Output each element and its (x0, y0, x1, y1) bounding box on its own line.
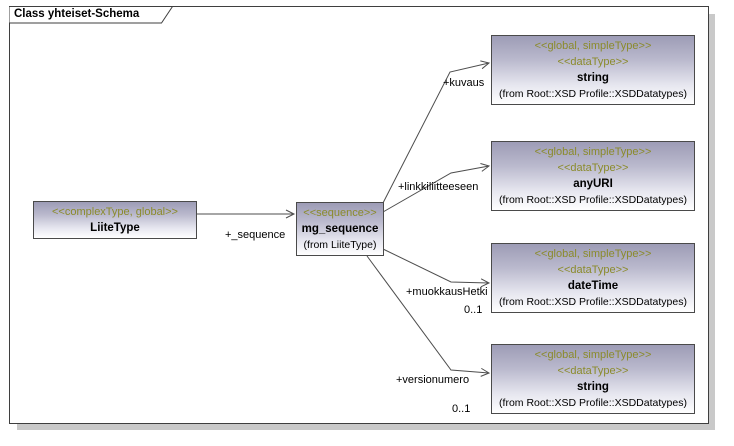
datatype-stereotype: <<dataType>> (557, 162, 629, 174)
diagram-tab-shape[interactable] (9, 6, 179, 24)
datatype-name: string (577, 72, 609, 84)
edge-multiplicity-versionumero[interactable]: 0..1 (452, 403, 471, 415)
edge-label-linkkiliitteeseen[interactable]: +linkkiliitteeseen (398, 181, 479, 193)
diagram-title: Class yhteiset-Schema (14, 8, 140, 20)
node-liitetype[interactable]: <<complexType, global>> LiiteType (33, 201, 197, 239)
datatype-from: (from Root::XSD Profile::XSDDatatypes) (499, 397, 687, 409)
datatype-from: (from Root::XSD Profile::XSDDatatypes) (499, 194, 687, 206)
datatype-from: (from Root::XSD Profile::XSDDatatypes) (499, 296, 687, 308)
edge-label-kuvaus[interactable]: +kuvaus (443, 77, 485, 89)
datatype-from: (from Root::XSD Profile::XSDDatatypes) (499, 88, 687, 100)
edge-multiplicity-muokkaushetki[interactable]: 0..1 (464, 304, 483, 316)
node-datatype-string-2[interactable]: <<global, simpleType>> <<dataType>> stri… (491, 344, 695, 414)
datatype-stereotype: <<dataType>> (557, 365, 629, 377)
datatype-name: dateTime (567, 280, 619, 292)
mg-sequence-name: mg_sequence (301, 223, 379, 235)
liitetype-name: LiiteType (90, 222, 140, 234)
datatype-name: anyURI (573, 178, 613, 190)
edge-label-muokkaushetki[interactable]: +muokkausHetki (406, 286, 488, 298)
liitetype-stereotype: <<complexType, global>> (52, 206, 178, 218)
edge-label-versionumero[interactable]: +versionumero (396, 374, 470, 386)
datatype-stereotype: <<dataType>> (557, 56, 629, 68)
datatype-stereotype: <<dataType>> (557, 264, 629, 276)
datatype-stereotype: <<global, simpleType>> (534, 349, 652, 361)
datatype-stereotype: <<global, simpleType>> (534, 146, 652, 158)
mg-sequence-stereotype: <<sequence>> (303, 207, 377, 219)
datatype-stereotype: <<global, simpleType>> (534, 40, 652, 52)
node-datatype-anyuri[interactable]: <<global, simpleType>> <<dataType>> anyU… (491, 141, 695, 211)
datatype-name: string (577, 381, 609, 393)
edge-label-sequence[interactable]: +_sequence (225, 229, 286, 241)
mg-sequence-from: (from LiiteType) (303, 239, 377, 251)
node-datatype-datetime[interactable]: <<global, simpleType>> <<dataType>> date… (491, 243, 695, 313)
node-mg-sequence[interactable]: <<sequence>> mg_sequence (from LiiteType… (296, 202, 384, 256)
datatype-stereotype: <<global, simpleType>> (534, 248, 652, 260)
node-datatype-string-1[interactable]: <<global, simpleType>> <<dataType>> stri… (491, 35, 695, 105)
